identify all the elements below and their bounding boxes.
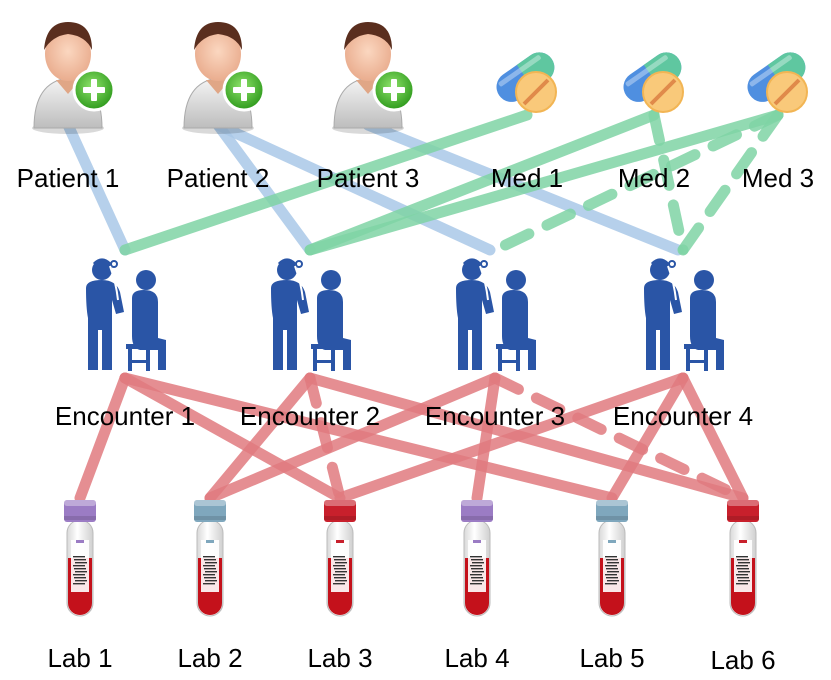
patient-label: Patient 3	[316, 163, 420, 193]
encounter-label: Encounter 2	[239, 401, 381, 431]
patient-label: Patient 2	[166, 163, 270, 193]
med-encounter-edge	[304, 109, 660, 256]
pill-icon	[496, 52, 557, 113]
lab-label: Lab 3	[307, 643, 373, 673]
lab-label: Lab 4	[444, 643, 510, 673]
patient-label: Patient 1	[16, 163, 120, 193]
med-label: Med 1	[490, 163, 564, 193]
encounter-lab-edge	[304, 372, 346, 504]
med-encounter-edge	[304, 109, 784, 256]
blood-tube-icon	[64, 500, 96, 617]
patient-add-icon	[182, 22, 266, 134]
encounter-lab-edge	[334, 372, 689, 504]
encounter-label: Encounter 3	[424, 401, 566, 431]
med-encounter-edge	[119, 109, 533, 256]
lab-label: Lab 2	[177, 643, 243, 673]
patient-add-icon	[32, 22, 116, 134]
patient-encounter-edge	[212, 119, 496, 256]
med-encounter-edge	[489, 109, 784, 256]
clinician-patient-icon	[86, 258, 166, 371]
blood-tube-icon	[194, 500, 226, 617]
blood-tube-icon	[461, 500, 493, 617]
med-encounter-edge	[677, 109, 784, 256]
pill-icon	[623, 52, 684, 113]
blood-tube-icon	[727, 500, 759, 617]
encounter-lab-edge	[204, 372, 501, 504]
med-encounter-edge	[648, 109, 689, 256]
encounter-lab-edge	[471, 372, 501, 504]
encounter-lab-edge	[489, 372, 749, 504]
lab-label: Lab 6	[710, 645, 776, 675]
blood-tube-icon	[324, 500, 356, 617]
lab-label: Lab 1	[47, 643, 113, 673]
clinician-patient-icon	[271, 258, 351, 371]
patient-encounter-edge	[62, 119, 131, 256]
clinician-patient-icon	[644, 258, 724, 371]
med-label: Med 3	[741, 163, 815, 193]
encounter-lab-edge	[677, 372, 749, 504]
encounter-lab-edge	[74, 372, 131, 504]
clinician-patient-icon	[456, 258, 536, 371]
encounter-label: Encounter 1	[54, 401, 196, 431]
patient-encounter-edge	[212, 119, 316, 256]
lab-label: Lab 5	[579, 643, 645, 673]
encounter-label: Encounter 4	[612, 401, 754, 431]
blood-tube-icon	[596, 500, 628, 617]
encounter-lab-edge	[119, 372, 618, 504]
pill-icon	[747, 52, 808, 113]
encounter-lab-edge	[606, 372, 689, 504]
med-label: Med 2	[617, 163, 691, 193]
encounter-lab-edge	[119, 372, 346, 504]
patient-add-icon	[332, 22, 416, 134]
encounter-lab-edge	[204, 372, 316, 504]
